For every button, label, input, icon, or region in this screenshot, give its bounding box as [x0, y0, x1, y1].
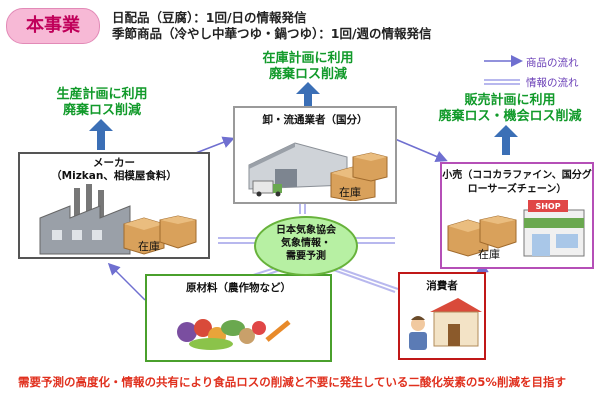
inventory-label-maker: 在庫	[138, 240, 160, 253]
legend-product-flow: 商品の流れ	[526, 57, 579, 69]
header-line-daily: 日配品（豆腐）：1回/日の情報発信	[112, 10, 307, 25]
benefit-wholesale: 在庫計画に利用 廃棄ロス削減	[262, 51, 354, 82]
inventory-label-retail: 在庫	[478, 248, 500, 261]
retail-node: 小売（ココカラファイン、国分グ ローサーズチェーン） SHOP 在庫	[440, 162, 594, 269]
center-label: 日本気象協会 気象情報・ 需要予測	[276, 225, 336, 262]
factory-illustration	[39, 184, 197, 255]
retail-label: 小売（ココカラファイン、国分グ ローサーズチェーン）	[442, 170, 592, 195]
benefit-maker: 生産計画に利用 廃棄ロス削減	[56, 87, 148, 118]
materials-label: 原材料（農作物など）	[186, 282, 291, 294]
up-arrow-retail	[494, 125, 518, 155]
consumer-node: 消費者	[398, 272, 486, 360]
wholesale-label: 卸・流通業者（国分）	[262, 114, 368, 126]
warehouse-illustration	[248, 142, 388, 202]
wholesale-node: 卸・流通業者（国分） 在庫	[233, 106, 397, 204]
produce-illustration	[177, 319, 291, 350]
shop-illustration: SHOP	[447, 200, 585, 257]
consumer-illustration	[409, 298, 482, 350]
legend-arrows	[484, 55, 523, 85]
footer-goal: 需要予測の高度化・情報の共有により食品ロスの削減と不要に発生している二酸化炭素の…	[18, 375, 566, 389]
up-arrow-maker	[89, 119, 113, 150]
shop-sign-text: SHOP	[535, 202, 560, 211]
inventory-label-wholesale: 在庫	[339, 186, 361, 199]
header-line-seasonal: 季節商品（冷やし中華つゆ・鍋つゆ）：1回/週の情報発信	[112, 26, 432, 41]
header-notes: 日配品（豆腐）：1回/日の情報発信 季節商品（冷やし中華つゆ・鍋つゆ）：1回/週…	[112, 10, 432, 42]
materials-node: 原材料（農作物など）	[145, 274, 332, 362]
jwa-center-node: 日本気象協会 気象情報・ 需要予測	[254, 216, 358, 276]
page-title-badge: 本事業	[6, 8, 100, 44]
up-arrow-wholesale	[296, 82, 320, 112]
benefit-up-arrows	[89, 82, 518, 155]
legend-info-flow: 情報の流れ	[526, 77, 579, 89]
maker-label: メーカー （Mizkan、相模屋食料）	[51, 157, 177, 182]
consumer-label: 消費者	[426, 280, 458, 292]
maker-node: メーカー （Mizkan、相模屋食料） 在庫	[18, 152, 210, 259]
benefit-retail: 販売計画に利用 廃棄ロス・機会ロス削減	[438, 93, 582, 124]
